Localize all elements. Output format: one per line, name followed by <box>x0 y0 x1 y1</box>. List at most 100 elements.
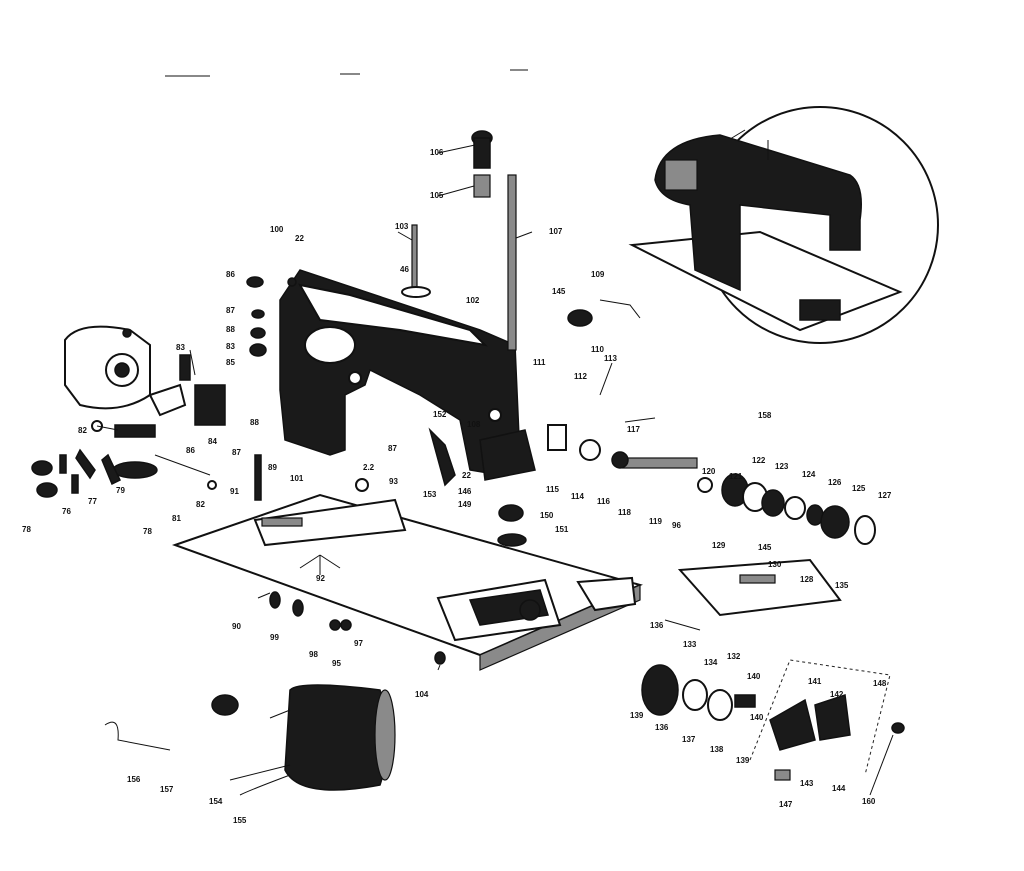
callout-label: 97 <box>354 639 363 648</box>
callout-label: 117 <box>627 425 640 434</box>
callout-label: 136 <box>650 621 664 630</box>
machine-arm-casting <box>279 269 521 476</box>
callout-label: 79 <box>116 486 125 495</box>
callout-label: 123 <box>775 462 789 471</box>
callout-label: 134 <box>704 658 718 667</box>
callout-label: 82 <box>78 426 87 435</box>
callout-label: 129 <box>712 541 726 550</box>
callout-label: 87 <box>388 444 397 453</box>
callout-label: 122 <box>752 456 766 465</box>
callout-label: 116 <box>597 497 610 506</box>
callout-label: 149 <box>458 500 472 509</box>
callout-label: 132 <box>727 652 741 661</box>
callout-label: 114 <box>571 492 584 501</box>
callout-label: 141 <box>808 677 822 686</box>
bed-plate <box>171 493 643 671</box>
assembled-machine-inset <box>628 106 939 344</box>
callout-label: 142 <box>830 690 844 699</box>
callout-label: 118 <box>618 508 631 517</box>
callout-label: 158 <box>758 411 772 420</box>
callout-label: 108 <box>467 420 481 429</box>
callout-label: 137 <box>682 735 696 744</box>
callout-label: 83 <box>176 343 185 352</box>
end-cover <box>64 325 151 410</box>
callout-label: 124 <box>802 470 816 479</box>
callout-label: 87 <box>232 448 241 457</box>
callout-label: 145 <box>758 543 772 552</box>
callout-label: 101 <box>290 474 304 483</box>
callout-label: 100 <box>270 225 284 234</box>
callout-label: 145 <box>552 287 566 296</box>
callout-label: 78 <box>22 525 31 534</box>
callout-label: 98 <box>309 650 318 659</box>
callout-label: 87 <box>226 306 235 315</box>
leader-lines <box>96 144 701 671</box>
callout-label: 156 <box>127 775 141 784</box>
callout-label: 125 <box>852 484 866 493</box>
callout-label: 95 <box>332 659 341 668</box>
callout-label: 153 <box>423 490 437 499</box>
callout-label: 83 <box>226 342 235 351</box>
callout-label: 151 <box>555 525 569 534</box>
callout-label: 154 <box>209 797 223 806</box>
callout-label: 152 <box>433 410 447 419</box>
callout-label: 160 <box>862 797 876 806</box>
callout-label: 140 <box>747 672 761 681</box>
feed-mechanism <box>436 558 842 642</box>
callout-label: 22 <box>295 234 304 243</box>
callout-label: 120 <box>702 467 716 476</box>
callout-label: 121 <box>729 472 743 481</box>
callout-label: 109 <box>591 270 605 279</box>
callout-label: 139 <box>736 756 750 765</box>
callout-label: 78 <box>143 527 152 536</box>
callout-label: 93 <box>389 477 398 486</box>
callout-label: 126 <box>828 478 842 487</box>
callout-label: 155 <box>233 816 247 825</box>
callout-label: 140 <box>750 713 764 722</box>
callout-label: 138 <box>710 745 724 754</box>
callout-label: 84 <box>208 437 217 446</box>
callout-label: 119 <box>649 517 662 526</box>
callout-label: 82 <box>196 500 205 509</box>
callout-label: 86 <box>186 446 195 455</box>
callout-label: 89 <box>268 463 277 472</box>
callout-label: 77 <box>88 497 97 506</box>
callout-label: 91 <box>230 487 239 496</box>
callout-label: 150 <box>540 511 554 520</box>
small-screws <box>91 276 905 796</box>
callout-label: 103 <box>395 222 409 231</box>
callout-label: 107 <box>549 227 563 236</box>
callout-label: 76 <box>62 507 71 516</box>
callout-label: 102 <box>466 296 480 305</box>
callout-label: 2.2 <box>363 463 375 472</box>
callout-label: 96 <box>672 521 681 530</box>
callout-label: 128 <box>800 575 814 584</box>
callout-label: 127 <box>878 491 892 500</box>
callout-label: 85 <box>226 358 235 367</box>
bobbin-case-group <box>641 659 891 781</box>
callout-label: 112 <box>574 372 587 381</box>
callout-label: 99 <box>270 633 279 642</box>
callout-label: 46 <box>400 265 409 274</box>
callout-label: 106 <box>430 148 444 157</box>
callout-label: 130 <box>768 560 782 569</box>
scan-marks <box>165 69 528 77</box>
callout-label: 22 <box>462 471 471 480</box>
callout-label: 143 <box>800 779 814 788</box>
callout-label: 135 <box>835 581 849 590</box>
callout-label: 88 <box>226 325 235 334</box>
callout-label: 111 <box>533 358 546 367</box>
callout-label: 147 <box>779 800 793 809</box>
motor-and-accessories <box>104 684 396 796</box>
left-small-parts <box>31 354 226 498</box>
callout-label: 139 <box>630 711 644 720</box>
handwheel-shaft-assembly <box>621 457 876 545</box>
callout-label: 113 <box>604 354 617 363</box>
callout-label: 146 <box>458 487 472 496</box>
callout-label: 133 <box>683 640 697 649</box>
callout-label: 90 <box>232 622 241 631</box>
callout-label: 136 <box>655 723 669 732</box>
callout-label: 105 <box>430 191 444 200</box>
callout-label: 148 <box>873 679 887 688</box>
